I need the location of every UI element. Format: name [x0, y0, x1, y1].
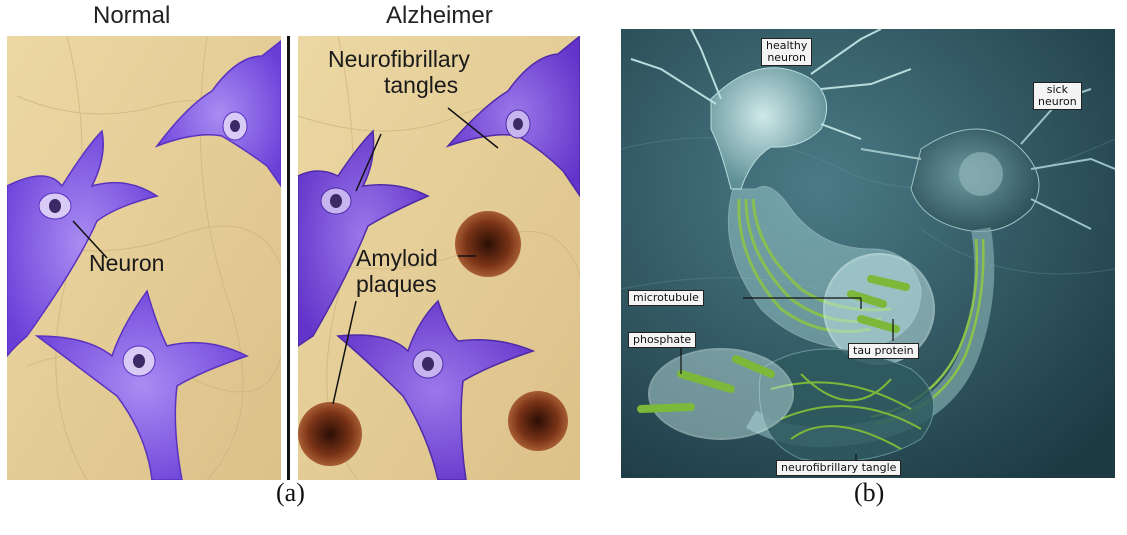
label-amyloid-line2: plaques	[356, 271, 438, 297]
label-healthy-line2: neuron	[766, 52, 807, 64]
header-normal: Normal	[93, 2, 170, 30]
label-neurofibrillary-tangles: Neurofibrillary tangles	[328, 46, 470, 98]
caption-b: (b)	[854, 478, 884, 508]
amyloid-plaque	[508, 391, 568, 451]
amyloid-plaque	[455, 211, 521, 277]
header-alzheimer: Alzheimer	[386, 2, 493, 30]
magnified-phosphate-view	[649, 349, 793, 439]
label-neuron: Neuron	[89, 250, 164, 276]
label-amyloid-plaques: Amyloid plaques	[356, 245, 438, 297]
label-tau-protein: tau protein	[848, 343, 919, 359]
label-sick-neuron: sick neuron	[1033, 82, 1082, 110]
label-sick-line2: neuron	[1038, 96, 1077, 108]
label-healthy-neuron: healthy neuron	[761, 38, 812, 66]
label-amyloid-line1: Amyloid	[356, 245, 438, 271]
label-microtubule: microtubule	[628, 290, 704, 306]
label-neurofibrillary-tangle: neurofibrillary tangle	[776, 460, 901, 476]
panel-a-divider	[287, 36, 290, 480]
label-tangles-line1: Neurofibrillary	[328, 46, 470, 72]
label-phosphate: phosphate	[628, 332, 696, 348]
amyloid-plaque	[298, 402, 362, 466]
alzheimer-tissue-illustration	[298, 36, 580, 480]
label-tangles-line2: tangles	[328, 72, 470, 98]
caption-a: (a)	[276, 478, 305, 508]
